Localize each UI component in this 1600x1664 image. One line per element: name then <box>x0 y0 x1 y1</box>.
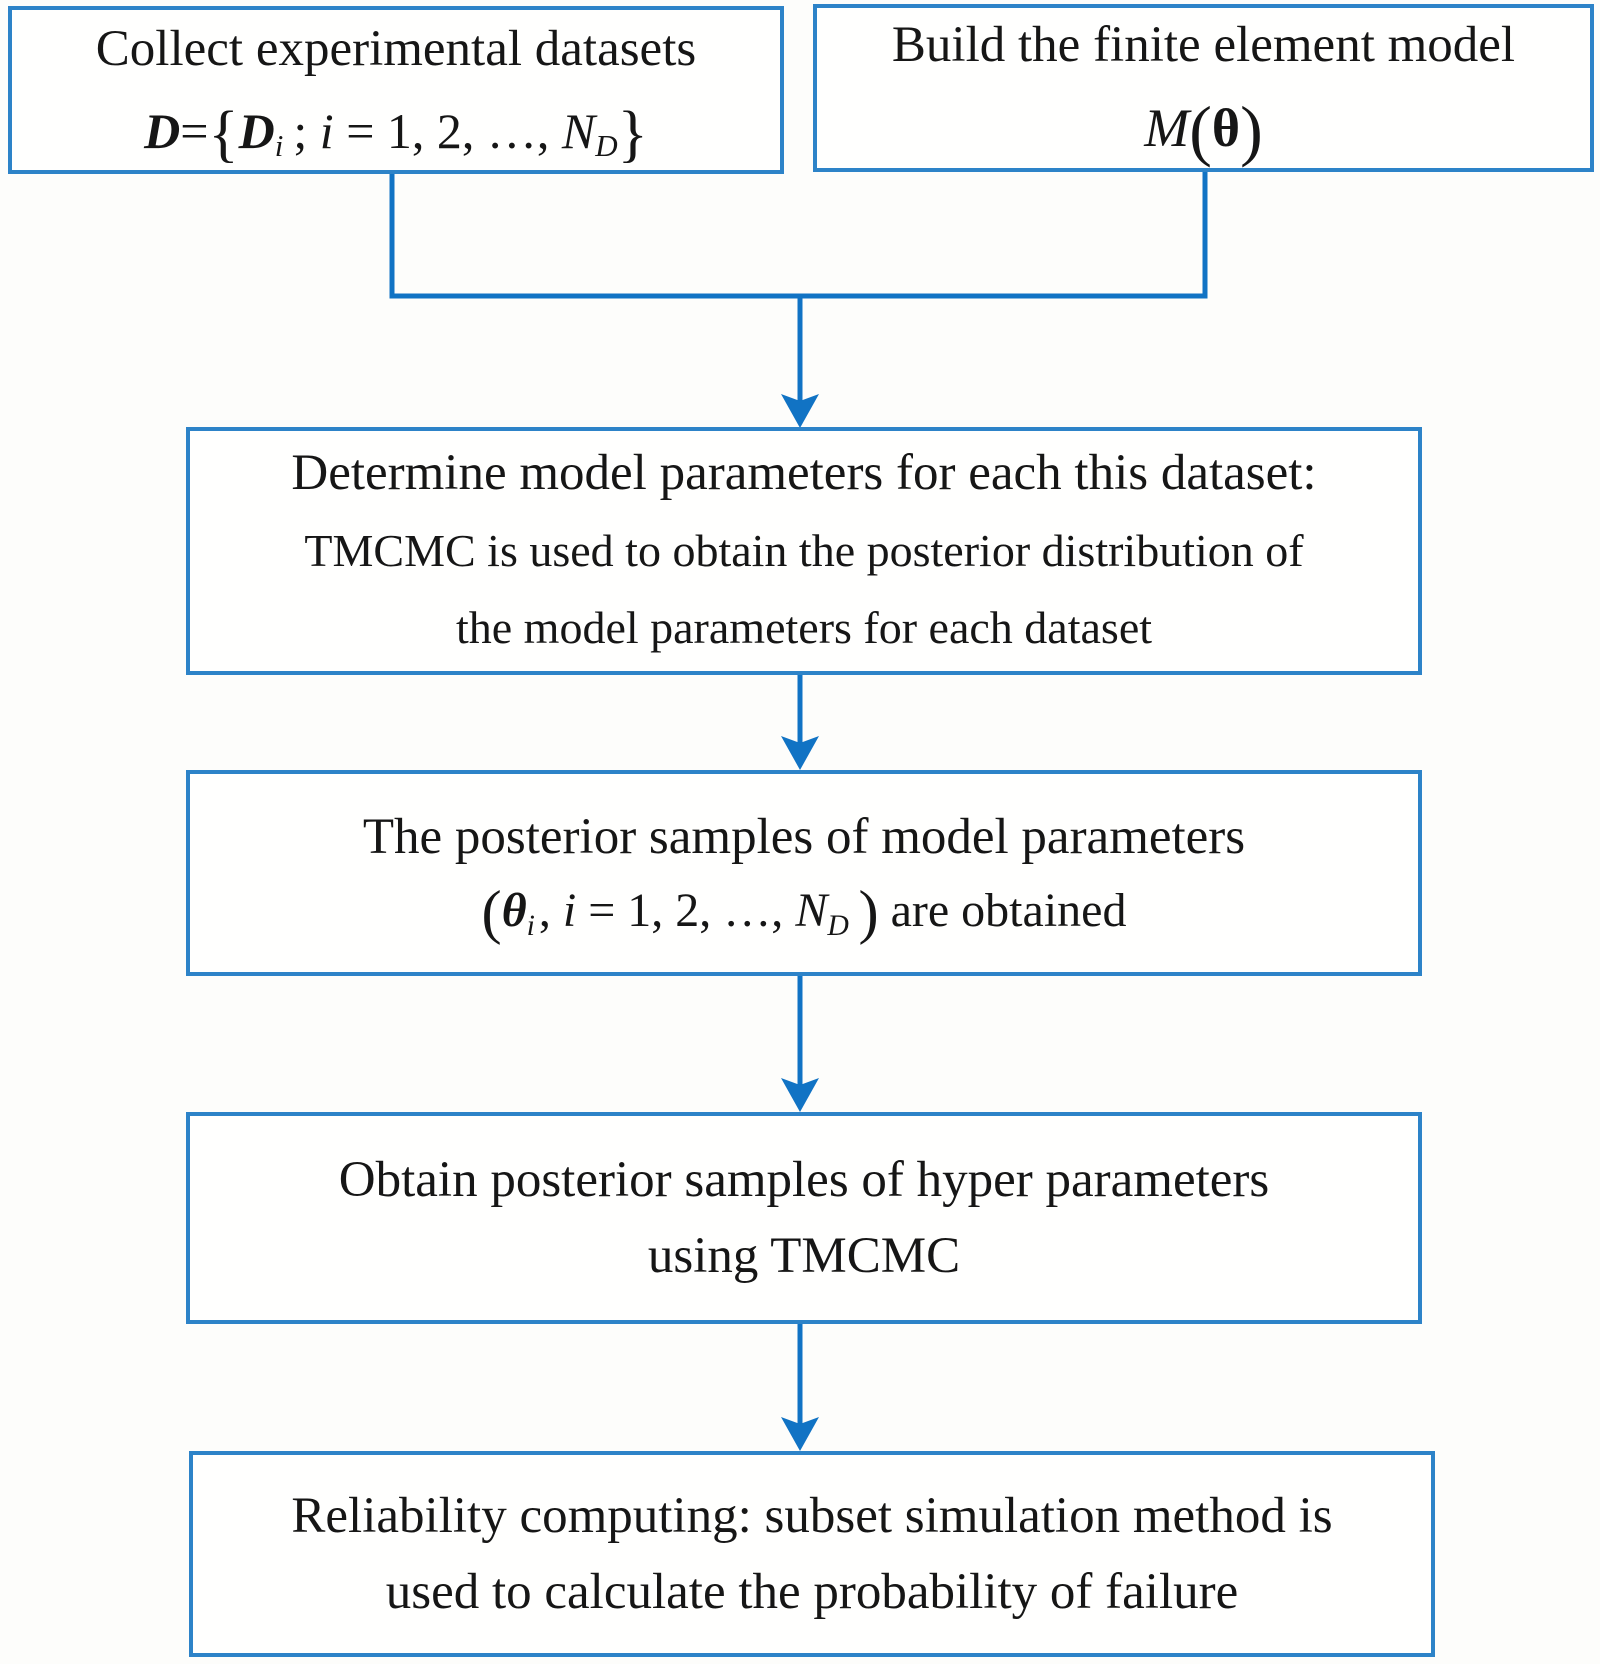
box-hyper-line2: using TMCMC <box>647 1228 961 1284</box>
box-reliability-computing: Reliability computing: subset simulation… <box>189 1451 1435 1657</box>
box-determine-line2: TMCMC is used to obtain the posterior di… <box>304 524 1304 576</box>
box-determine-line1: Determine model parameters for each this… <box>291 445 1317 502</box>
box-determine-line3: the model parameters for each dataset <box>455 602 1153 654</box>
box-posterior-samples: The posterior samples of model parameter… <box>186 770 1422 976</box>
box-build-fem: Build the finite element model M(θ) <box>813 4 1594 172</box>
box-fem-title: Build the finite element model <box>891 17 1516 74</box>
box-reliability-line2: used to calculate the probability of fai… <box>385 1564 1239 1620</box>
box-samples-formula: (θi , i = 1, 2, …, ND ) are obtained <box>481 879 1127 947</box>
box-collect-datasets: Collect experimental datasets D={Di ; i … <box>8 6 784 174</box>
box-reliability-line1: Reliability computing: subset simulation… <box>291 1487 1333 1544</box>
merge-connector-line <box>389 171 1208 299</box>
arrow-down-head-icon <box>781 394 819 428</box>
box-fem-formula: M(θ) <box>1144 91 1263 168</box>
box-samples-line1: The posterior samples of model parameter… <box>362 808 1246 865</box>
arrow-down-head-icon <box>781 736 819 770</box>
box-hyper-parameters: Obtain posterior samples of hyper parame… <box>186 1112 1422 1324</box>
arrow-down-head-icon <box>781 1078 819 1112</box>
box-collect-formula: D={Di ; i = 1, 2, …, ND} <box>144 98 648 169</box>
box-hyper-line1: Obtain posterior samples of hyper parame… <box>338 1151 1270 1208</box>
box-determine-parameters: Determine model parameters for each this… <box>186 427 1422 675</box>
arrow-down-head-icon <box>781 1417 819 1451</box>
box-collect-title: Collect experimental datasets <box>95 21 697 78</box>
